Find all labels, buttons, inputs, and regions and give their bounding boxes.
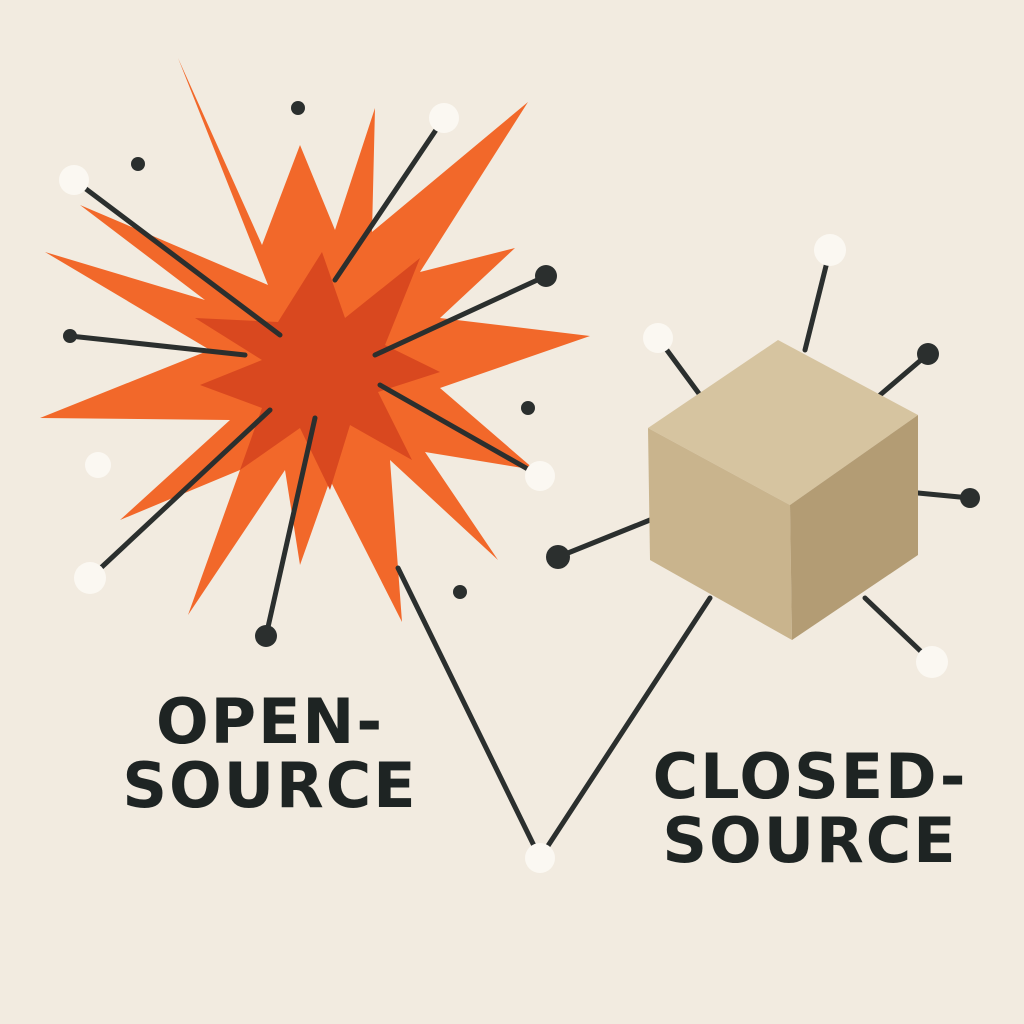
node-light [74,562,106,594]
node-dark [255,625,277,647]
connector-line [263,415,318,639]
closed-source-label: CLOSED- SOURCE [630,745,990,873]
connector-line [377,382,543,479]
cube-right-face [790,415,918,640]
node-dark [291,101,305,115]
node-light [916,646,948,678]
connector-line [71,177,283,338]
connector-line [372,273,549,358]
node-light [525,843,555,873]
node-light [429,103,459,133]
node-light [525,461,555,491]
node-light [85,452,111,478]
connector-line [332,115,447,283]
node-dark [453,585,467,599]
node-dark [535,265,557,287]
network-nodes [59,101,980,873]
node-dark [521,401,535,415]
node-dark [63,329,77,343]
closed-source-label-line2: SOURCE [662,804,958,877]
cube-top-face [648,340,918,505]
node-light [643,323,673,353]
open-source-label-line1: OPEN- [155,685,385,758]
closed-box-cube-icon [648,340,918,640]
closed-source-label-line1: CLOSED- [652,740,968,813]
node-dark [960,488,980,508]
connector-line [67,333,248,358]
burst-inner [195,252,440,490]
open-source-label-line2: SOURCE [122,749,418,822]
connector-line [537,595,713,861]
connector-line [87,407,273,581]
connector-line [802,247,833,353]
cube-left-face [648,428,792,640]
node-light [814,234,846,266]
connector-line [395,565,543,861]
explosion-burst-icon [40,58,590,622]
connector-line [555,517,653,560]
node-dark [131,157,145,171]
node-dark [546,545,570,569]
open-source-label: OPEN- SOURCE [100,690,440,818]
node-light [59,165,89,195]
node-dark [917,343,939,365]
